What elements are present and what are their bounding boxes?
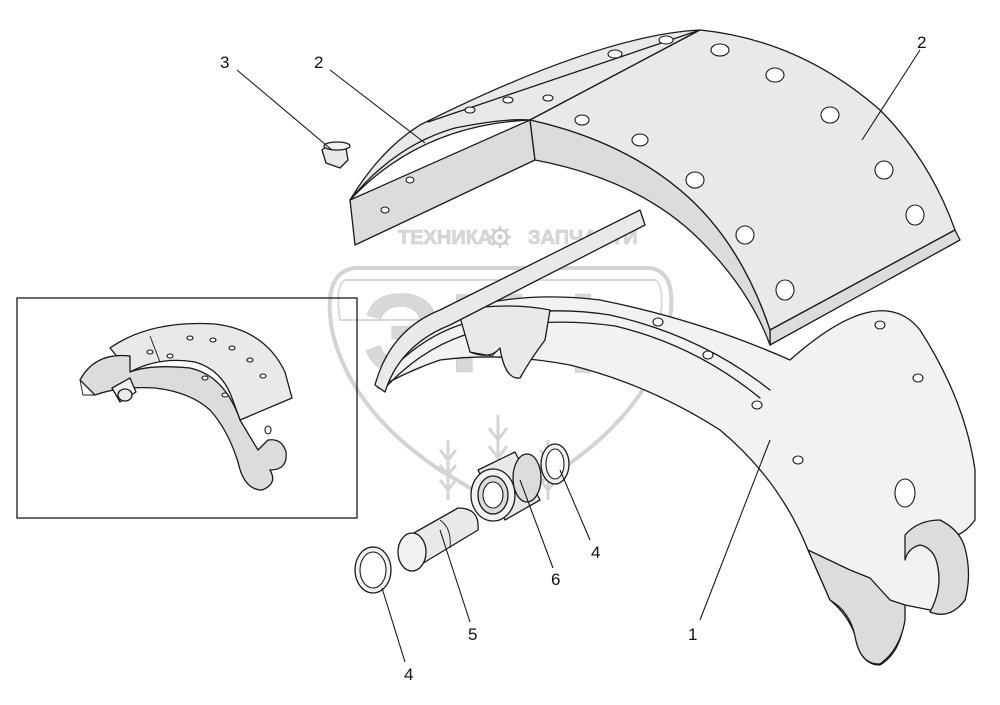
inset-frame xyxy=(16,297,358,519)
callout-5: 5 xyxy=(468,625,477,644)
lining-right-part-2 xyxy=(380,29,961,346)
bushing-part-6 xyxy=(470,451,542,522)
lining-left-part-2 xyxy=(349,29,701,246)
shoe-end-lug xyxy=(807,549,906,665)
leader-2-left xyxy=(329,69,426,144)
pin-end-face xyxy=(397,532,427,572)
shoe-end-lug-right xyxy=(904,519,970,615)
leader-6 xyxy=(519,479,554,569)
inset-lining xyxy=(109,322,293,421)
callout-4-upper: 4 xyxy=(591,543,600,562)
inset-shoe-web xyxy=(79,354,287,491)
leader-5 xyxy=(439,529,471,623)
lining-rivet-holes xyxy=(380,35,925,301)
lug-pin-hole xyxy=(894,478,916,508)
snap-ring-lower-part-4 xyxy=(354,546,392,594)
callout-6: 6 xyxy=(551,570,560,589)
watermark-top-text-left: ТЕХНИКА xyxy=(398,227,492,249)
snap-ring-upper-part-4 xyxy=(540,443,570,485)
shoe-web-rib xyxy=(457,305,551,379)
callout-4-lower: 4 xyxy=(404,665,413,684)
inset-rivet-holes xyxy=(146,335,272,435)
leader-3 xyxy=(236,69,333,151)
web-holes xyxy=(652,317,924,465)
leader-2-right xyxy=(861,49,921,141)
inset-bushing xyxy=(111,377,137,403)
leader-1 xyxy=(699,439,771,621)
leader-4-lower xyxy=(381,587,406,663)
leader-lines xyxy=(236,49,921,663)
shoe-web-part-1 xyxy=(377,296,976,666)
callouts: 3 2 2 1 4 6 5 4 xyxy=(220,33,926,684)
callout-2-right: 2 xyxy=(917,33,926,52)
gear-icon xyxy=(489,226,511,248)
callout-1: 1 xyxy=(688,625,697,644)
assembly-inset xyxy=(16,297,358,519)
callout-2-left: 2 xyxy=(314,53,323,72)
pin-part-5 xyxy=(397,507,479,572)
rivet-part-3 xyxy=(321,141,351,169)
lining-right-underside xyxy=(529,119,771,346)
lining-left-top-face xyxy=(349,29,701,201)
lining-inner-strip xyxy=(374,209,646,393)
callout-3: 3 xyxy=(220,53,229,72)
leader-4-upper xyxy=(559,469,591,541)
